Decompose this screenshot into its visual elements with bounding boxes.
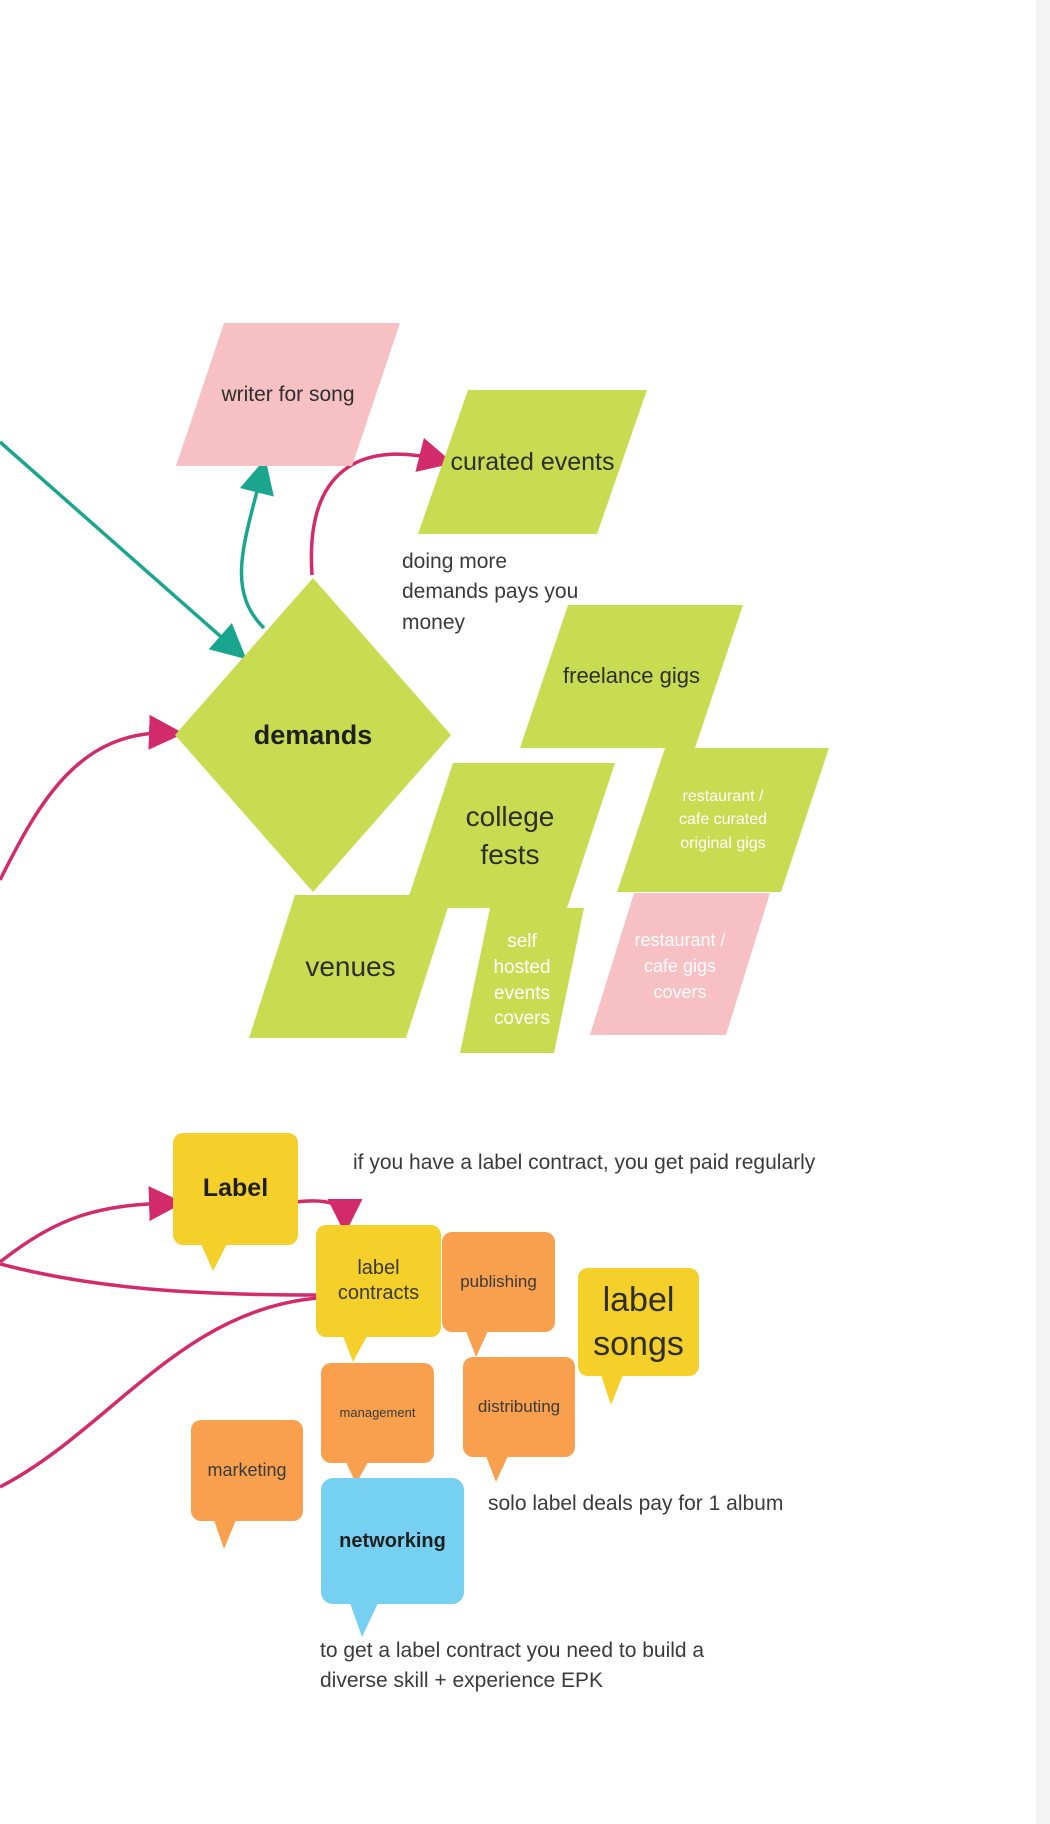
college-fests-label: college fests [465,800,555,870]
shape-college-fests: college fests [405,763,615,908]
demands-label: demands [253,719,373,750]
right-edge-strip [1036,0,1050,1824]
bubble-label-songs: label songs [578,1268,699,1376]
bubble-management: management [321,1363,434,1463]
connector-demands-to-curated [309,437,454,576]
connector-lower-left-to-contracts [0,1296,319,1489]
bubble-marketing: marketing [191,1420,303,1521]
bubble-publishing-tail [466,1331,488,1357]
bubble-publishing: publishing [442,1232,555,1332]
shape-curated-events: curated events [418,390,647,534]
freelance-gigs-label: freelance gigs [563,663,700,689]
venues-label: venues [305,950,396,982]
note-demands-pay: doing more demands pays you money [402,550,579,634]
shape-venues: venues [249,895,452,1038]
shape-restaurant-cafe-gigs-covers: restaurant / cafe gigs covers [590,893,770,1035]
restaurant-curated-original-label: restaurant / cafe curated original gigs [678,788,768,852]
self-hosted-label: self hosted events covers [493,931,551,1030]
shape-freelance-gigs: freelance gigs [520,605,743,748]
shape-self-hosted-events-covers: self hosted events covers [460,908,584,1053]
bubble-label-songs-tail [601,1375,623,1405]
shape-restaurant-curated-original-gigs: restaurant / cafe curated original gigs [617,748,829,892]
connector-left-to-contracts [0,1262,319,1297]
restaurant-covers-label: restaurant / cafe gigs covers [634,930,726,1003]
bubble-marketing-tail [214,1520,236,1549]
bubble-label-tail [201,1244,227,1271]
bubble-label: Label [173,1133,298,1245]
note-solo-label: solo label deals pay for 1 album [488,1492,784,1515]
shape-writer-for-song: writer for song [176,323,400,466]
note-label-contract-pay: if you have a label contract, you get pa… [353,1151,816,1174]
bubble-distributing: distributing [463,1357,575,1457]
bubble-label-contracts: label contracts [316,1225,441,1337]
shape-demands: demands [175,578,451,892]
bubble-distributing-tail [486,1456,508,1482]
connector-label-to-contracts [295,1198,363,1234]
connector-teal-to-demands [0,440,247,660]
note-get-contract: to get a label contract you need to buil… [320,1639,705,1693]
curated-events-label: curated events [450,448,615,476]
bubble-networking-tail [350,1603,378,1637]
connector-demands-to-writer [239,458,274,630]
bubble-networking: networking [321,1478,464,1604]
bubble-label-contracts-tail [343,1336,367,1362]
connector-left-to-label [0,1186,184,1264]
connector-left-to-demands [0,714,184,881]
writer-for-song-label: writer for song [221,382,355,406]
